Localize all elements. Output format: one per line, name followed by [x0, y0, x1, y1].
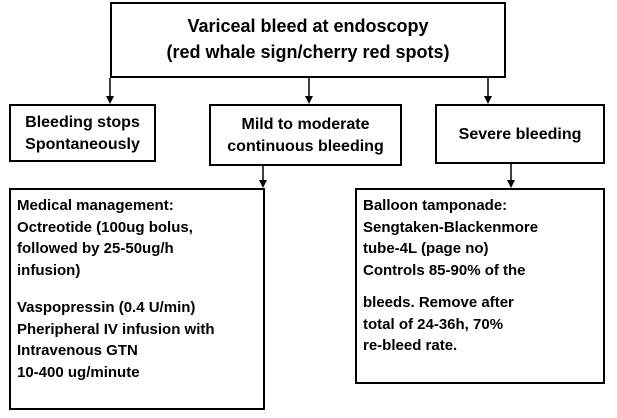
spacer: [17, 281, 263, 297]
spacer: [363, 281, 603, 292]
branch-middle-line-1: Mild to moderate: [241, 116, 370, 133]
root-line-2: (red whale sign/cherry red spots): [166, 42, 450, 62]
medical-line: Pheripheral IV infusion with: [17, 320, 215, 338]
balloon-line: Sengtaken-Blackenmore: [363, 218, 539, 236]
root-line-1: Variceal bleed at endoscopy: [187, 16, 429, 36]
branch-left-line-2: Spontaneously: [25, 136, 140, 153]
branch-right-line-1: Severe bleeding: [458, 126, 582, 143]
branch-left-line-1: Bleeding stops: [25, 114, 140, 131]
branch-severe-bleeding: Severe bleeding: [435, 104, 605, 164]
medical-line: infusion): [17, 261, 81, 279]
medical-line: 10-400 ug/minute: [17, 363, 140, 381]
medical-line: Intravenous GTN: [17, 342, 138, 359]
balloon-tamponade-box: Balloon tamponade: Sengtaken-Blackenmore…: [355, 188, 605, 384]
branch-bleeding-stops: Bleeding stops Spontaneously: [9, 104, 156, 162]
medical-line: Vaspopressin (0.4 U/min): [17, 299, 196, 316]
balloon-line: re-bleed rate.: [363, 337, 458, 354]
branch-middle-line-2: continuous bleeding: [227, 138, 384, 155]
balloon-line: total of 24-36h, 70%: [363, 315, 504, 333]
root-node: Variceal bleed at endoscopy (red whale s…: [110, 2, 506, 78]
balloon-line: Balloon tamponade:: [363, 197, 508, 214]
medical-line: Medical management:: [17, 197, 174, 214]
balloon-line: bleeds. Remove after: [363, 294, 514, 311]
branch-mild-moderate: Mild to moderate continuous bleeding: [209, 104, 402, 166]
balloon-line: Controls 85-90% of the: [363, 261, 526, 279]
medical-management-box: Medical management: Octreotide (100ug bo…: [9, 188, 265, 410]
medical-line: followed by 25-50ug/h: [17, 240, 174, 257]
balloon-line: tube-4L (page no): [363, 240, 489, 257]
medical-line: Octreotide (100ug bolus,: [17, 218, 193, 236]
